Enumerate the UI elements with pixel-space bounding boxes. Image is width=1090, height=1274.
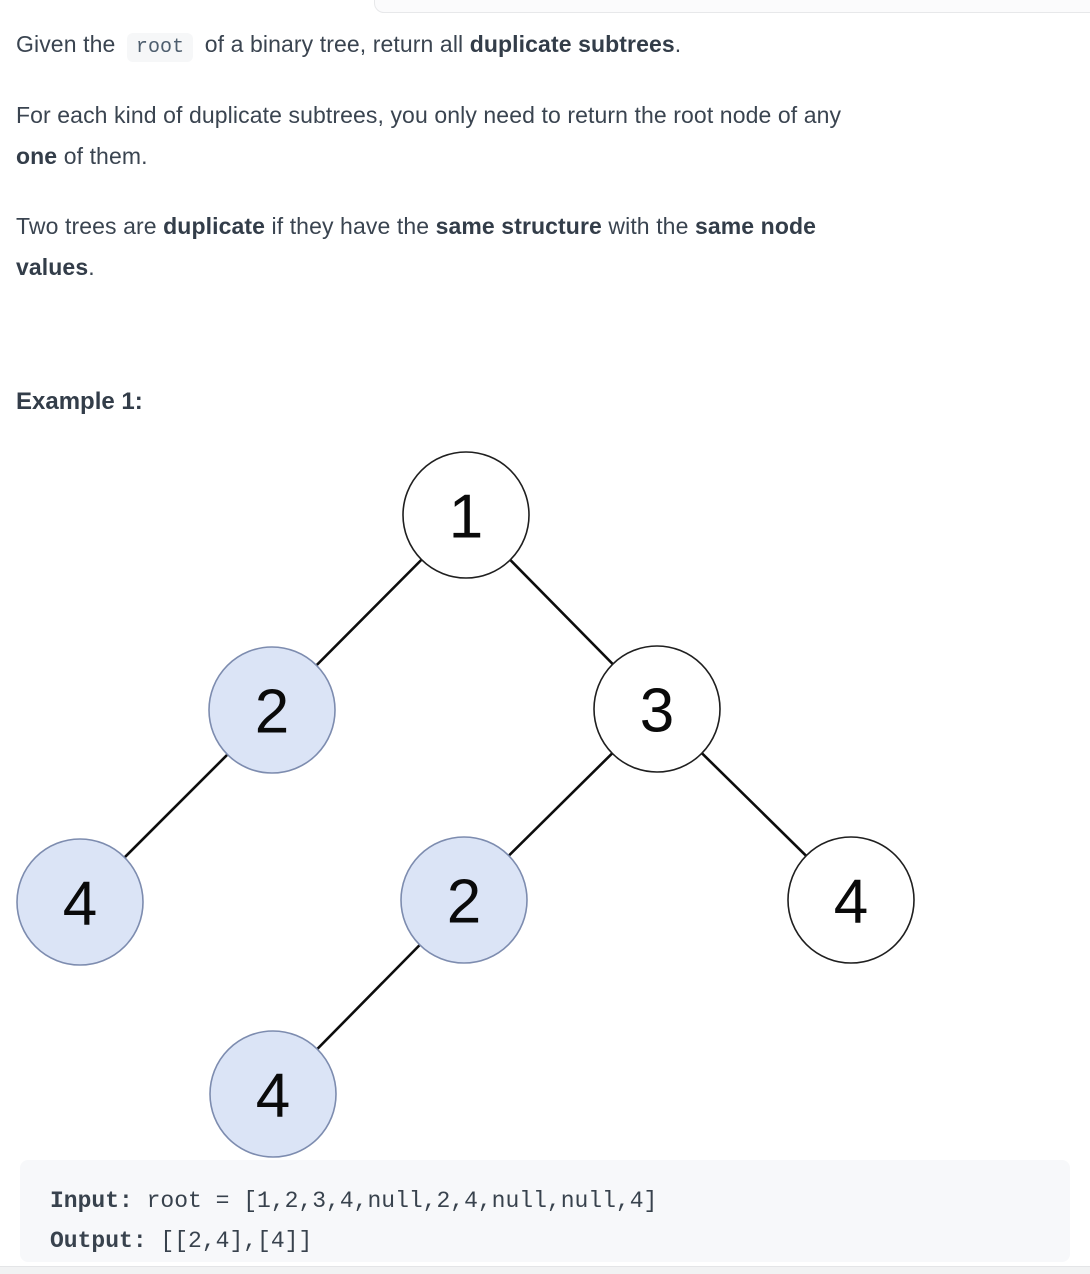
tree-node-circle-highlighted <box>16 838 144 966</box>
tree-node-circle <box>593 645 721 773</box>
tree-node-leaf-4-left: 4 <box>16 838 144 966</box>
tree-node-value: 4 <box>834 867 868 936</box>
statement-text: with the <box>601 213 695 239</box>
statement-text: Two trees are <box>16 213 164 239</box>
statement-text: of them. <box>57 143 148 169</box>
tree-node-circle-highlighted <box>209 1030 337 1158</box>
tree-node-circle <box>787 836 915 964</box>
tree-node-leaf-4-bottom: 4 <box>209 1030 337 1158</box>
statement-text: . <box>88 254 95 280</box>
paragraph-line: For each kind of duplicate subtrees, you… <box>16 95 1070 136</box>
tree-node-value: 4 <box>63 869 97 938</box>
example-output-line: Output: [[2,4],[4]] <box>50 1221 1070 1261</box>
statement-bold: duplicate <box>163 213 266 239</box>
example-input-line: Input: root = [1,2,3,4,null,2,4,null,nul… <box>50 1181 1070 1221</box>
tree-node-mid-2: 2 <box>400 836 528 964</box>
statement-bold: one <box>16 143 58 169</box>
tree-node-right-3: 3 <box>593 645 721 773</box>
input-label: Input: <box>50 1188 133 1214</box>
statement-text: of a binary tree, return all <box>198 31 470 57</box>
tree-node-left-2: 2 <box>208 646 336 774</box>
problem-statement-paragraph-3: Two trees are duplicate if they have the… <box>16 206 1070 288</box>
example-io-block: Input: root = [1,2,3,4,null,2,4,null,nul… <box>20 1160 1070 1262</box>
statement-text: . <box>674 31 682 57</box>
statement-bold: same structure <box>435 213 602 239</box>
example-1-heading: Example 1: <box>16 388 143 415</box>
statement-text: Given the <box>16 31 122 57</box>
statement-bold: same node <box>694 213 817 239</box>
tree-node-root-1: 1 <box>402 451 530 579</box>
tree-node-circle-highlighted <box>208 646 336 774</box>
problem-statement-paragraph-2: For each kind of duplicate subtrees, you… <box>16 95 1070 177</box>
inline-code-root: root <box>126 33 194 62</box>
output-value: [[2,4],[4]] <box>146 1228 313 1254</box>
tree-node-value: 2 <box>255 677 289 746</box>
tree-node-leaf-4-right: 4 <box>787 836 915 964</box>
tree-node-circle <box>402 451 530 579</box>
paragraph-line: Two trees are duplicate if they have the… <box>16 206 1070 247</box>
tree-diagram: 1 2 3 4 2 4 4 <box>16 451 915 1158</box>
input-value: root = [1,2,3,4,null,2,4,null,null,4] <box>132 1188 658 1214</box>
statement-bold: duplicate subtrees <box>469 31 675 57</box>
problem-statement-paragraph-1: Given the root of a binary tree, return … <box>16 24 1070 68</box>
top-panel-edge <box>374 0 1090 13</box>
tree-node-value: 2 <box>447 867 481 936</box>
section-divider <box>0 1266 1090 1274</box>
paragraph-line: one of them. <box>16 136 1070 177</box>
tree-node-circle-highlighted <box>400 836 528 964</box>
output-label: Output: <box>50 1228 147 1254</box>
tree-node-value: 1 <box>449 482 483 551</box>
tree-node-value: 3 <box>640 676 674 745</box>
paragraph-line: values. <box>16 247 1070 288</box>
statement-bold: values <box>16 254 89 280</box>
tree-node-value: 4 <box>256 1061 290 1130</box>
statement-text: For each kind of duplicate subtrees, you… <box>16 102 842 128</box>
statement-text: if they have the <box>265 213 436 239</box>
